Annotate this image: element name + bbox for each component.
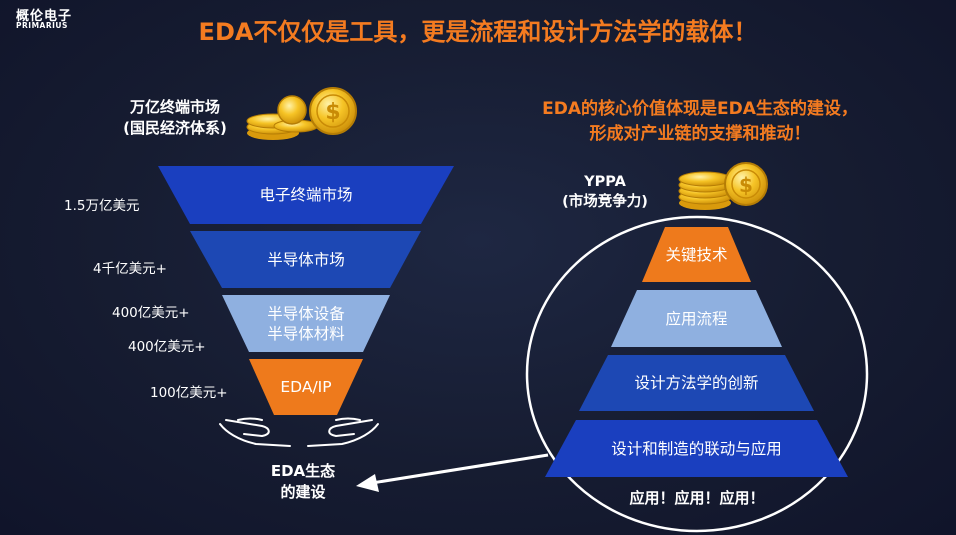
hands-icon bbox=[219, 417, 379, 447]
funnel-label-eda: EDA/IP bbox=[280, 378, 332, 396]
pyramid-layer-methodology bbox=[579, 355, 814, 411]
logo-en: PRIMARIUS bbox=[16, 21, 68, 30]
funnel-label-equipment-line2: 半导体材料 bbox=[267, 324, 345, 343]
funnel-label-equipment: 半导体设备 半导体材料 bbox=[249, 295, 363, 352]
funnel-value-eda: 100亿美元+ bbox=[150, 385, 228, 401]
funnel-segment-terminal bbox=[158, 166, 454, 224]
funnel-segment-equipment bbox=[222, 295, 390, 352]
svg-text:$: $ bbox=[325, 100, 340, 125]
funnel-value-semiconductor: 4千亿美元+ bbox=[93, 261, 167, 277]
right-heading-line1: EDA的核心价值体现是EDA生态的建设， bbox=[542, 99, 858, 119]
eco-caption-line1: EDA生态 bbox=[270, 462, 336, 480]
arrow-left-icon bbox=[356, 453, 549, 492]
logo-cn: 概伦电子 bbox=[16, 9, 73, 24]
svg-text:$: $ bbox=[739, 173, 753, 197]
pyramid-layer-key-tech bbox=[642, 227, 751, 282]
right-heading-line2: 形成对产业链的支撑和推动！ bbox=[589, 124, 811, 144]
funnel-segment-semiconductor bbox=[190, 231, 421, 288]
yppa-caption-line1: YPPA bbox=[584, 174, 626, 190]
pyramid-footer: 应用！应用！应用！ bbox=[629, 489, 765, 507]
funnel-value-materials: 400亿美元+ bbox=[128, 339, 206, 355]
funnel-segment-eda bbox=[249, 359, 363, 415]
eco-caption: EDA生态 的建设 bbox=[258, 461, 348, 503]
pyramid-label-methodology: 设计方法学的创新 bbox=[634, 374, 759, 392]
pyramid-layer-flow bbox=[611, 290, 782, 347]
coin-stack-icon: $ bbox=[246, 87, 357, 140]
right-heading: EDA的核心价值体现是EDA生态的建设， 形成对产业链的支撑和推动！ bbox=[490, 97, 910, 147]
left-caption: 万亿终端市场 (国民经济体系) bbox=[105, 97, 245, 139]
pyramid-layer-manufacturing bbox=[545, 420, 848, 477]
yppa-caption-line2: (市场竞争力) bbox=[562, 194, 648, 210]
funnel-value-terminal: 1.5万亿美元 bbox=[64, 198, 140, 214]
pyramid-label-flow: 应用流程 bbox=[665, 309, 728, 328]
funnel-label-equipment-line1: 半导体设备 bbox=[267, 304, 345, 323]
funnel-label-semiconductor: 半导体市场 bbox=[267, 250, 345, 269]
ecosystem-ellipse bbox=[525, 215, 869, 533]
left-caption-line1: 万亿终端市场 bbox=[129, 98, 220, 116]
coin-stack-icon: $ bbox=[678, 162, 768, 210]
pyramid-label-key-tech: 关键技术 bbox=[665, 245, 728, 264]
funnel-label-terminal: 电子终端市场 bbox=[259, 186, 353, 204]
pyramid-label-manufacturing: 设计和制造的联动与应用 bbox=[611, 439, 782, 458]
eco-caption-line2: 的建设 bbox=[280, 483, 326, 501]
yppa-caption: YPPA (市场竞争力) bbox=[545, 172, 665, 212]
left-caption-line2: (国民经济体系) bbox=[123, 119, 227, 137]
page-title: EDA不仅仅是工具，更是流程和设计方法学的载体！ bbox=[198, 18, 758, 46]
funnel-value-equipment: 400亿美元+ bbox=[112, 305, 190, 321]
